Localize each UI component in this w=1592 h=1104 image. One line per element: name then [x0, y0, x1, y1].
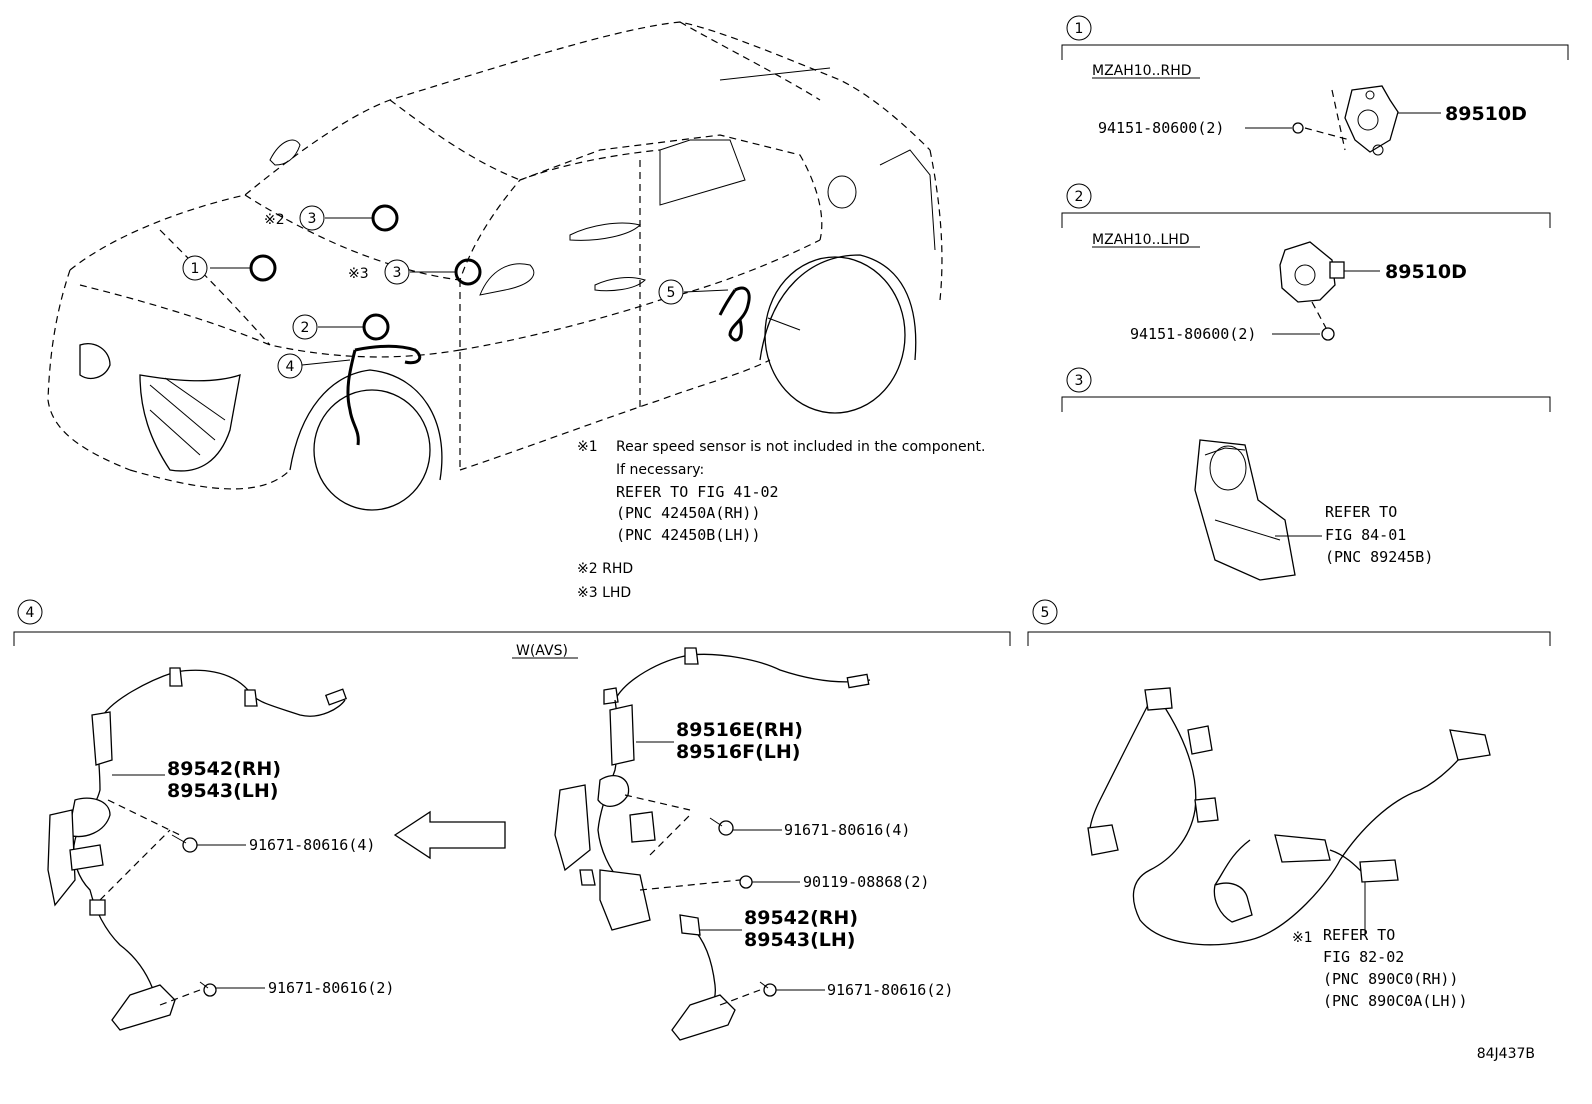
section-2-nut: 94151-80600(2)	[1130, 325, 1256, 343]
section-5: 5 ※1 REFER TO FIG 82-02 (PNC 890C0(RH)) …	[1027, 599, 1551, 1010]
section-1-variant: MZAH10..RHD	[1092, 63, 1192, 79]
svg-text:2: 2	[1075, 189, 1084, 205]
note-1-line5: (PNC 42450B(LH))	[616, 526, 761, 544]
svg-text:1: 1	[1075, 21, 1084, 37]
section-3: 3 REFER TO FIG 84-01 (PNC 89245B)	[1061, 367, 1551, 581]
section-4-variant: W(AVS)	[516, 643, 568, 659]
section-4-left-part-1: 89542(RH)	[167, 758, 281, 780]
car-callout-4: 4	[277, 353, 303, 379]
note-1-line4: (PNC 42450A(RH))	[616, 504, 761, 522]
section-4-right-part-3: 89542(RH)	[744, 907, 858, 929]
section-2: 2 MZAH10..LHD 89510D 94151-80600(2)	[1061, 183, 1551, 343]
note-1-text: Rear speed sensor is not included in the…	[616, 439, 985, 455]
svg-text:3: 3	[308, 211, 317, 227]
section-4-left-part-2: 89543(LH)	[167, 780, 278, 802]
section-4-right-bolt-1: 91671-80616(4)	[784, 821, 910, 839]
section-4-left-bolt-1: 91671-80616(4)	[249, 836, 375, 854]
section-3-ref-2: FIG 84-01	[1325, 526, 1406, 544]
svg-text:4: 4	[286, 359, 295, 375]
svg-text:3: 3	[1075, 373, 1084, 389]
section-5-ref-2: FIG 82-02	[1323, 948, 1404, 966]
car-callout-2: 2	[292, 314, 318, 340]
note-1-mark: ※1	[577, 439, 598, 455]
section-1-part-number: 89510D	[1445, 103, 1527, 125]
section-2-variant: MZAH10..LHD	[1092, 232, 1190, 248]
svg-text:5: 5	[667, 285, 676, 301]
car-callout-3-rhd: ※2 3	[264, 205, 325, 231]
section-1-nut: 94151-80600(2)	[1098, 119, 1224, 137]
note-1-line2: If necessary:	[616, 462, 704, 478]
svg-text:1: 1	[191, 261, 200, 277]
section-4-left-bolt-2: 91671-80616(2)	[268, 979, 394, 997]
note-2: ※2 RHD	[577, 561, 633, 577]
section-5-ref-4: (PNC 890C0A(LH))	[1323, 992, 1468, 1010]
section-4-right-part-2: 89516F(LH)	[676, 741, 800, 763]
note-3: ※3 LHD	[577, 585, 631, 601]
section-4-right-part-1: 89516E(RH)	[676, 719, 803, 741]
section-1: 1 MZAH10..RHD 89510D 94151-80600(2)	[1061, 15, 1569, 156]
car-callout-1: 1	[182, 255, 208, 281]
direction-arrow	[393, 810, 506, 860]
section-2-part-number: 89510D	[1385, 261, 1467, 283]
footnotes: ※1 Rear speed sensor is not included in …	[577, 439, 985, 601]
section-3-ref-1: REFER TO	[1325, 503, 1397, 521]
section-5-mark: ※1	[1292, 930, 1313, 946]
svg-text:5: 5	[1041, 605, 1050, 621]
section-4-right-bolt-3: 91671-80616(2)	[827, 981, 953, 999]
section-4: 4 W(AVS) 89542(RH) 89543(LH) 91671-80616…	[13, 599, 1011, 1041]
svg-text:3: 3	[393, 265, 402, 281]
vehicle-illustration	[47, 21, 943, 511]
svg-text:2: 2	[301, 320, 310, 336]
section-4-right-bolt-2: 90119-08868(2)	[803, 873, 929, 891]
car-callout-5: 5	[658, 279, 684, 305]
svg-text:※2: ※2	[264, 212, 285, 228]
section-3-ref-3: (PNC 89245B)	[1325, 548, 1433, 566]
section-5-ref-3: (PNC 890C0(RH))	[1323, 970, 1458, 988]
section-4-right-part-4: 89543(LH)	[744, 929, 855, 951]
diagram-id: 84J437B	[1477, 1046, 1535, 1062]
note-1-line3: REFER TO FIG 41-02	[616, 483, 779, 501]
svg-text:4: 4	[26, 605, 35, 621]
svg-text:※3: ※3	[348, 266, 369, 282]
section-5-ref-1: REFER TO	[1323, 926, 1395, 944]
car-callout-3-lhd: ※3 3	[348, 259, 410, 285]
